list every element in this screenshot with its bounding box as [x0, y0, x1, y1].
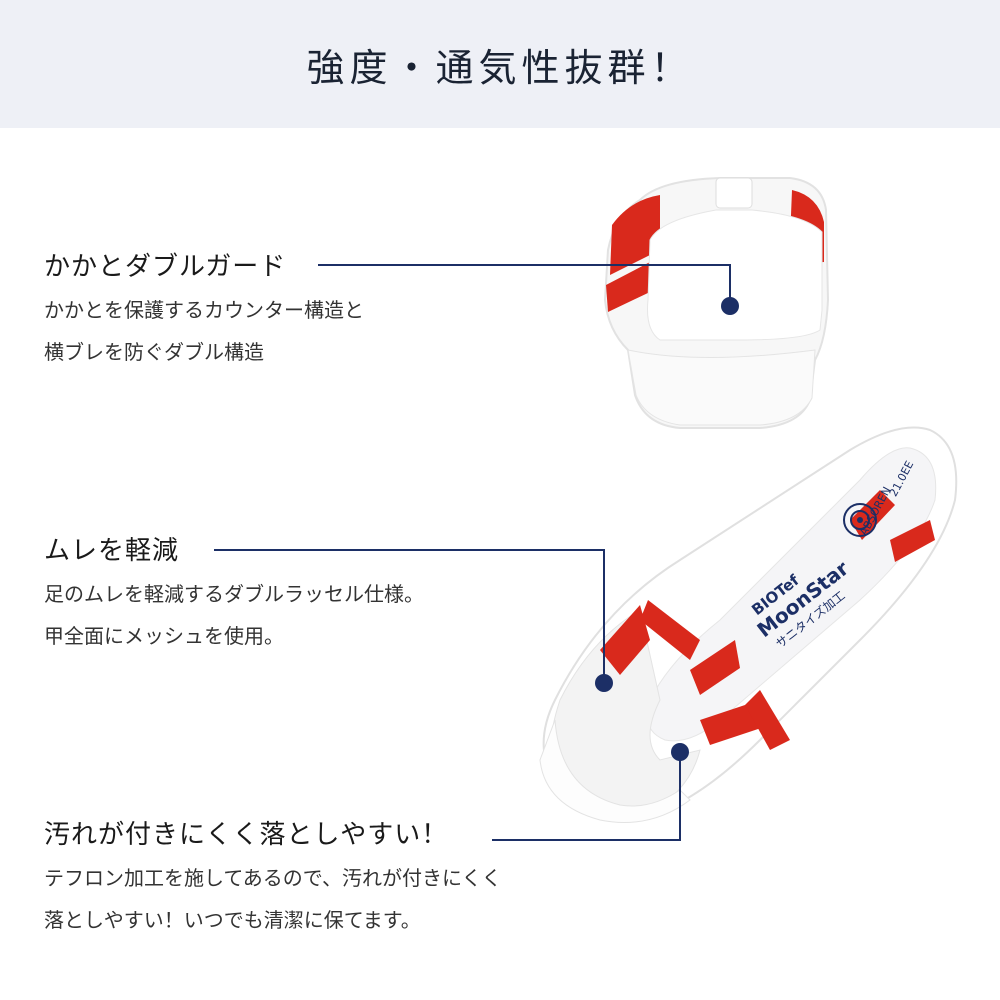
callout-line-heel [318, 264, 731, 305]
feature-desc-line: テフロン加工を施してあるので、汚れが付きにくく [44, 866, 502, 890]
callout-dot-teflon [671, 743, 689, 761]
feature-description: かかとを保護するカウンター構造と 横ブレを防ぐダブル構造 [44, 289, 364, 373]
callout-line-mesh [214, 549, 605, 682]
feature-stain-resistant: 汚れが付きにくく落としやすい！ テフロン加工を施してあるので、汚れが付きにくく … [44, 814, 502, 941]
feature-title: かかとダブルガード [44, 252, 287, 282]
callout-dot-heel [721, 297, 739, 315]
feature-heel-guard: かかとダブルガード かかとを保護するカウンター構造と 横ブレを防ぐダブル構造 [44, 246, 364, 373]
callout-line-teflon [492, 752, 681, 841]
feature-desc-line: 甲全面にメッシュを使用。 [44, 624, 284, 648]
feature-title: ムレを軽減 [44, 536, 180, 566]
page-title: 強度・通気性抜群！ [306, 45, 694, 90]
feature-desc-line: 足のムレを軽減するダブルラッセル仕様。 [44, 582, 424, 606]
absoren-logo [843, 503, 877, 537]
feature-title: 汚れが付きにくく落としやすい！ [44, 820, 449, 850]
feature-description: 足のムレを軽減するダブルラッセル仕様。 甲全面にメッシュを使用。 [44, 573, 424, 657]
feature-desc-line: かかとを保護するカウンター構造と [44, 298, 364, 322]
feature-breathability: ムレを軽減 足のムレを軽減するダブルラッセル仕様。 甲全面にメッシュを使用。 [44, 530, 424, 657]
heel-view-shoe [603, 177, 830, 429]
top-view-shoe: BIOTef MoonStar サニタイズ加工 ABSOREN 21.0EE [539, 426, 958, 823]
feature-desc-line: 横ブレを防ぐダブル構造 [44, 340, 264, 364]
feature-description: テフロン加工を施してあるので、汚れが付きにくく 落としやすい！いつでも清潔に保て… [44, 857, 502, 941]
feature-desc-line: 落としやすい！いつでも清潔に保てます。 [44, 908, 421, 932]
callout-dot-mesh [595, 674, 613, 692]
header-banner: 強度・通気性抜群！ [0, 0, 1000, 128]
